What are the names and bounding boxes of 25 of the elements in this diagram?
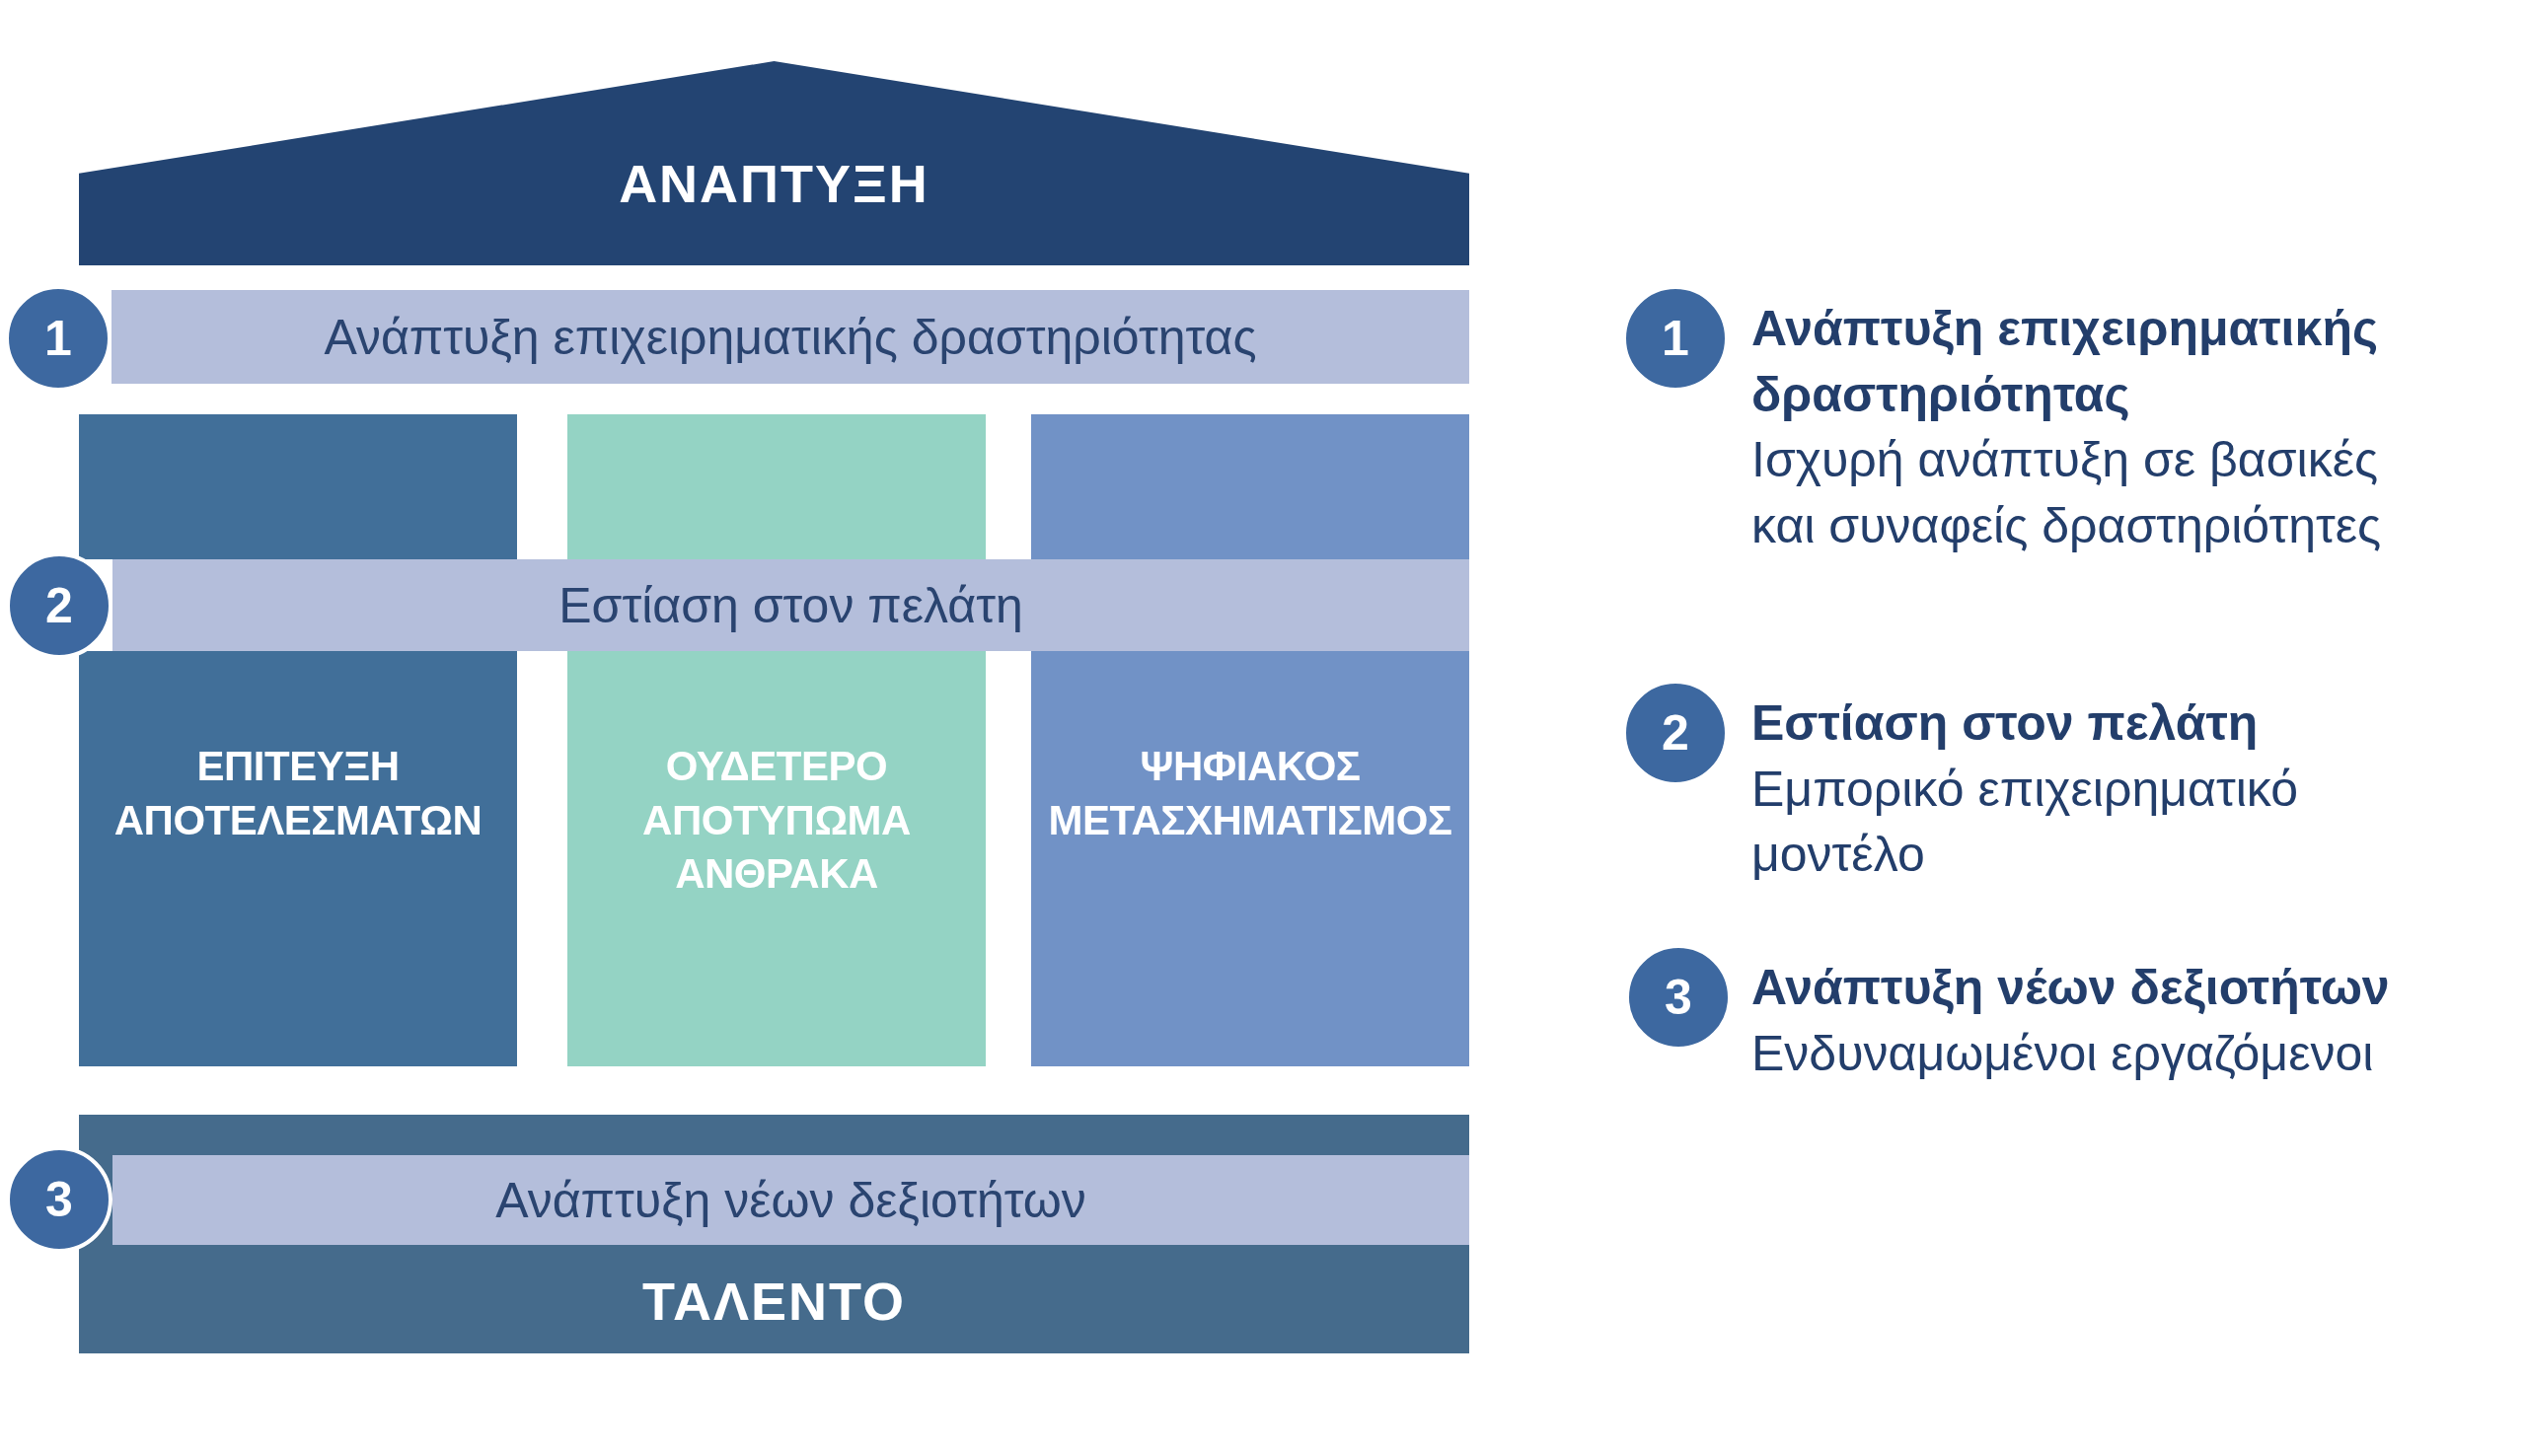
item-description: Εμπορικό επιχειρηματικό μοντέλο: [1751, 760, 2299, 884]
pillar: [567, 651, 986, 1066]
pillar-top-block: [567, 414, 986, 559]
band: [112, 1155, 1469, 1245]
band: [111, 290, 1469, 384]
item-description: Ενδυναμωμένοι εργαζόμενοι: [1751, 1024, 2375, 1083]
item-heading: Ανάπτυξη επιχειρηματικής δραστηριότητας: [1751, 300, 2379, 424]
roof-shape: [79, 61, 1469, 265]
pillar-top-block: [79, 414, 517, 559]
item-heading: Εστίαση στον πελάτη: [1751, 694, 2260, 753]
item-description: Ισχυρή ανάπτυξη σε βασικές και συναφείς δραστηριότητες: [1751, 431, 2383, 555]
pillar-title: ΕΠΙΤΕΥΞΗ ΑΠΟΤΕΛΕΣΜΑΤΩΝ: [112, 742, 483, 845]
pillar: [79, 651, 517, 1066]
pillar-title: ΟΥΔΕΤΕΡΟ ΑΠΟΤΥΠΩΜΑ ΑΝΘΡΑΚΑ: [641, 742, 912, 900]
pillar: [1031, 651, 1469, 1066]
base-title: ΤΑΛΕΝΤΟ: [642, 1271, 906, 1332]
band: [112, 559, 1469, 651]
roof-title: ΑΝΑΠΤΥΞΗ: [619, 153, 929, 215]
band-title: Ανάπτυξη επιχειρηματικής δραστηριότητας: [324, 308, 1257, 366]
pillar-top-block: [1031, 414, 1469, 559]
pillar-title: ΨΗΦΙΑΚΟΣ ΜΕΤΑΣΧΗΜΑΤΙΣΜΟΣ: [1047, 742, 1453, 845]
band-title: Εστίαση στον πελάτη: [558, 576, 1023, 634]
item-heading: Ανάπτυξη νέων δεξιοτήτων: [1751, 959, 2391, 1017]
base-block: [79, 1115, 1469, 1353]
band-title: Ανάπτυξη νέων δεξιοτήτων: [495, 1171, 1086, 1229]
